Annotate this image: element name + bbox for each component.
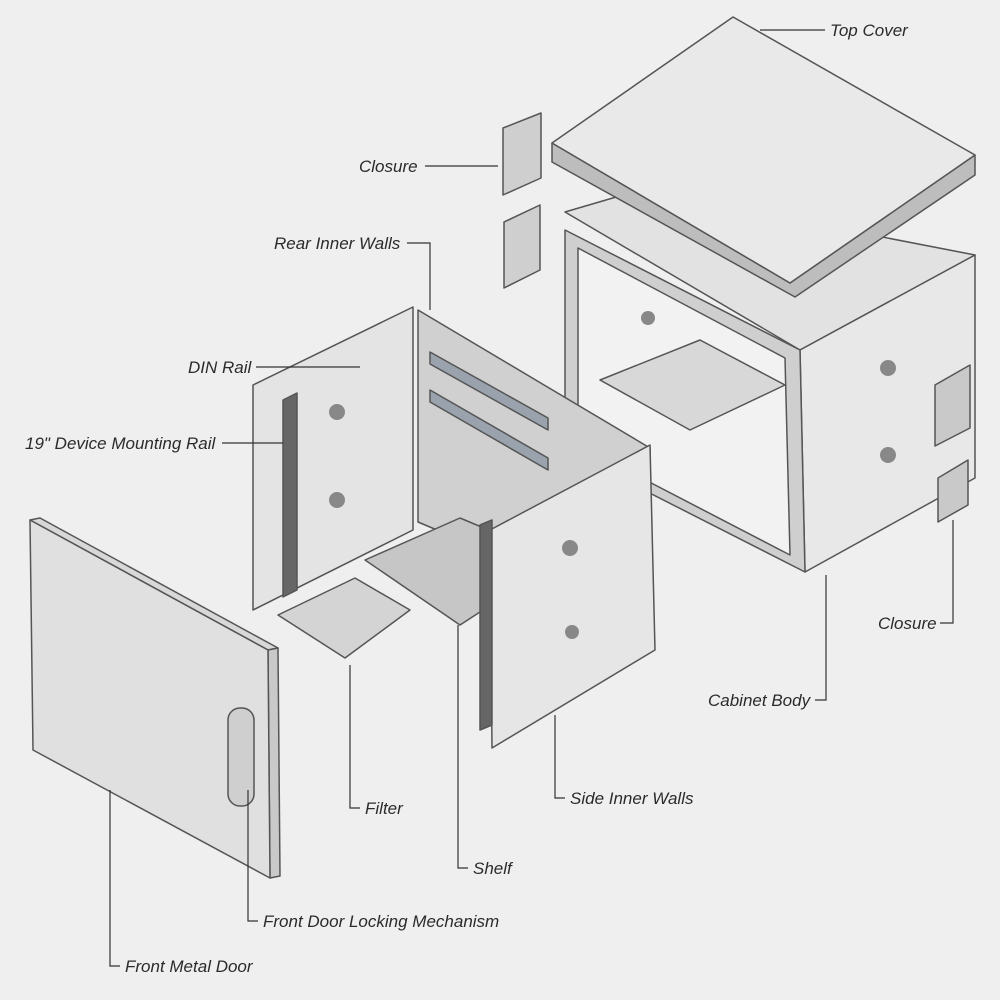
label-locking-mechanism: Front Door Locking Mechanism <box>263 912 499 931</box>
label-closure-right: Closure <box>878 614 937 633</box>
label-front-door: Front Metal Door <box>125 957 254 976</box>
din-rail <box>429 351 549 431</box>
label-filter: Filter <box>365 799 404 818</box>
label-closure-top: Closure <box>359 157 418 176</box>
side-inner-wall <box>479 444 656 749</box>
label-shelf: Shelf <box>473 859 514 878</box>
label-top-cover: Top Cover <box>830 21 909 40</box>
door-lock <box>227 707 255 807</box>
front-door <box>29 517 281 879</box>
label-din-rail: DIN Rail <box>188 358 253 377</box>
closure-plates <box>502 112 542 289</box>
leader-lines <box>109 29 954 967</box>
filter <box>277 577 411 659</box>
label-rear-inner-walls: Rear Inner Walls <box>274 234 401 253</box>
mounting-rail <box>282 392 298 598</box>
top-cover <box>551 16 976 298</box>
label-cabinet-body: Cabinet Body <box>708 691 812 710</box>
label-mounting-rail: 19" Device Mounting Rail <box>25 434 217 453</box>
label-side-inner-walls: Side Inner Walls <box>570 789 694 808</box>
